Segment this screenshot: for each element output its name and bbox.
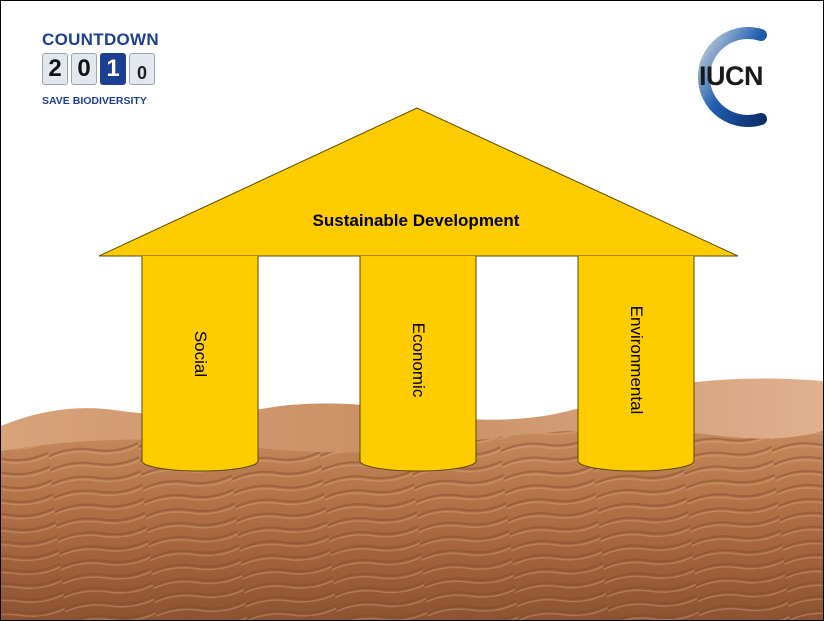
pillar-economic [359, 256, 477, 472]
roof-pediment [98, 107, 739, 257]
iucn-swirl-icon [697, 27, 767, 127]
iucn-text: IUCN [699, 61, 764, 91]
pillar-label-social: Social [191, 330, 210, 378]
pillar-label-environmental: Environmental [627, 305, 646, 415]
countdown-2010-logo: COUNTDOWN 2 0 1 0 SAVE BIODIVERSITY [38, 30, 159, 116]
countdown-digits: 2 0 1 0 [42, 53, 155, 85]
countdown-digit: 0 [71, 53, 97, 85]
countdown-word: COUNTDOWN [42, 30, 159, 49]
countdown-digit: 0 [129, 53, 155, 85]
pillar-social [141, 256, 259, 472]
countdown-digit: 2 [42, 53, 68, 85]
pillar-environmental [577, 256, 695, 472]
sand-ripples [1, 429, 823, 620]
pillar-label-economic: Economic [409, 322, 428, 398]
countdown-tagline: SAVE BIODIVERSITY [42, 95, 147, 107]
iucn-logo: IUCN [669, 19, 789, 137]
countdown-digit: 1 [100, 53, 126, 85]
roof-label: Sustainable Development [312, 211, 520, 230]
